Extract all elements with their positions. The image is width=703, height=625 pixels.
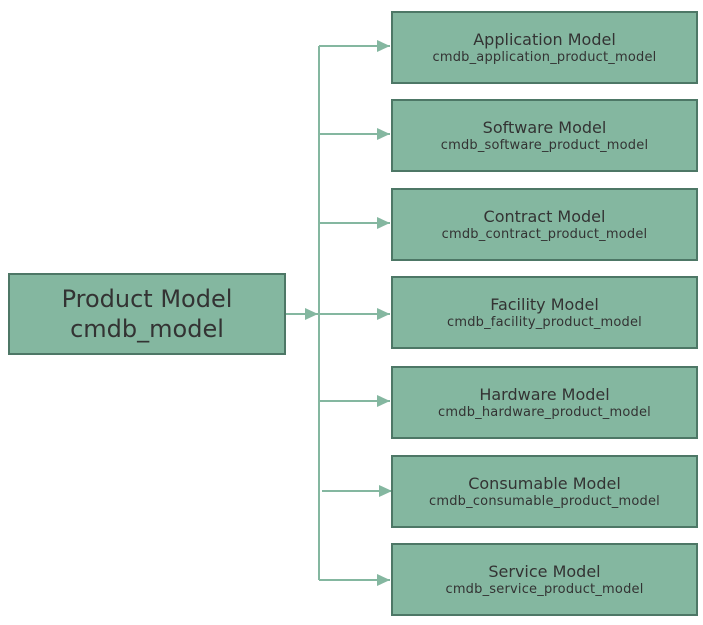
child-node-name: Hardware Model <box>479 384 610 404</box>
child-node-name: Contract Model <box>483 206 606 226</box>
child-node-facility-model: Facility Model cmdb_facility_product_mod… <box>391 276 698 349</box>
child-node-name: Software Model <box>482 117 607 137</box>
child-node-contract-model: Contract Model cmdb_contract_product_mod… <box>391 188 698 261</box>
child-node-name: Facility Model <box>490 294 599 314</box>
child-node-name: Consumable Model <box>468 473 621 493</box>
child-node-table: cmdb_hardware_product_model <box>438 404 651 420</box>
root-node-name: Product Model <box>61 285 233 313</box>
child-node-name: Application Model <box>473 29 616 49</box>
child-node-table: cmdb_consumable_product_model <box>429 493 660 509</box>
child-node-table: cmdb_software_product_model <box>440 137 649 153</box>
child-node-service-model: Service Model cmdb_service_product_model <box>391 543 698 616</box>
child-node-table: cmdb_application_product_model <box>432 49 657 65</box>
child-node-consumable-model: Consumable Model cmdb_consumable_product… <box>391 455 698 528</box>
child-node-table: cmdb_service_product_model <box>445 581 644 597</box>
child-node-table: cmdb_contract_product_model <box>441 226 648 242</box>
root-node-product-model: Product Model cmdb_model <box>8 273 286 355</box>
root-node-table: cmdb_model <box>70 315 224 343</box>
child-node-software-model: Software Model cmdb_software_product_mod… <box>391 99 698 172</box>
child-node-name: Service Model <box>488 561 601 581</box>
child-node-application-model: Application Model cmdb_application_produ… <box>391 11 698 84</box>
child-node-table: cmdb_facility_product_model <box>446 314 642 330</box>
child-node-hardware-model: Hardware Model cmdb_hardware_product_mod… <box>391 366 698 439</box>
